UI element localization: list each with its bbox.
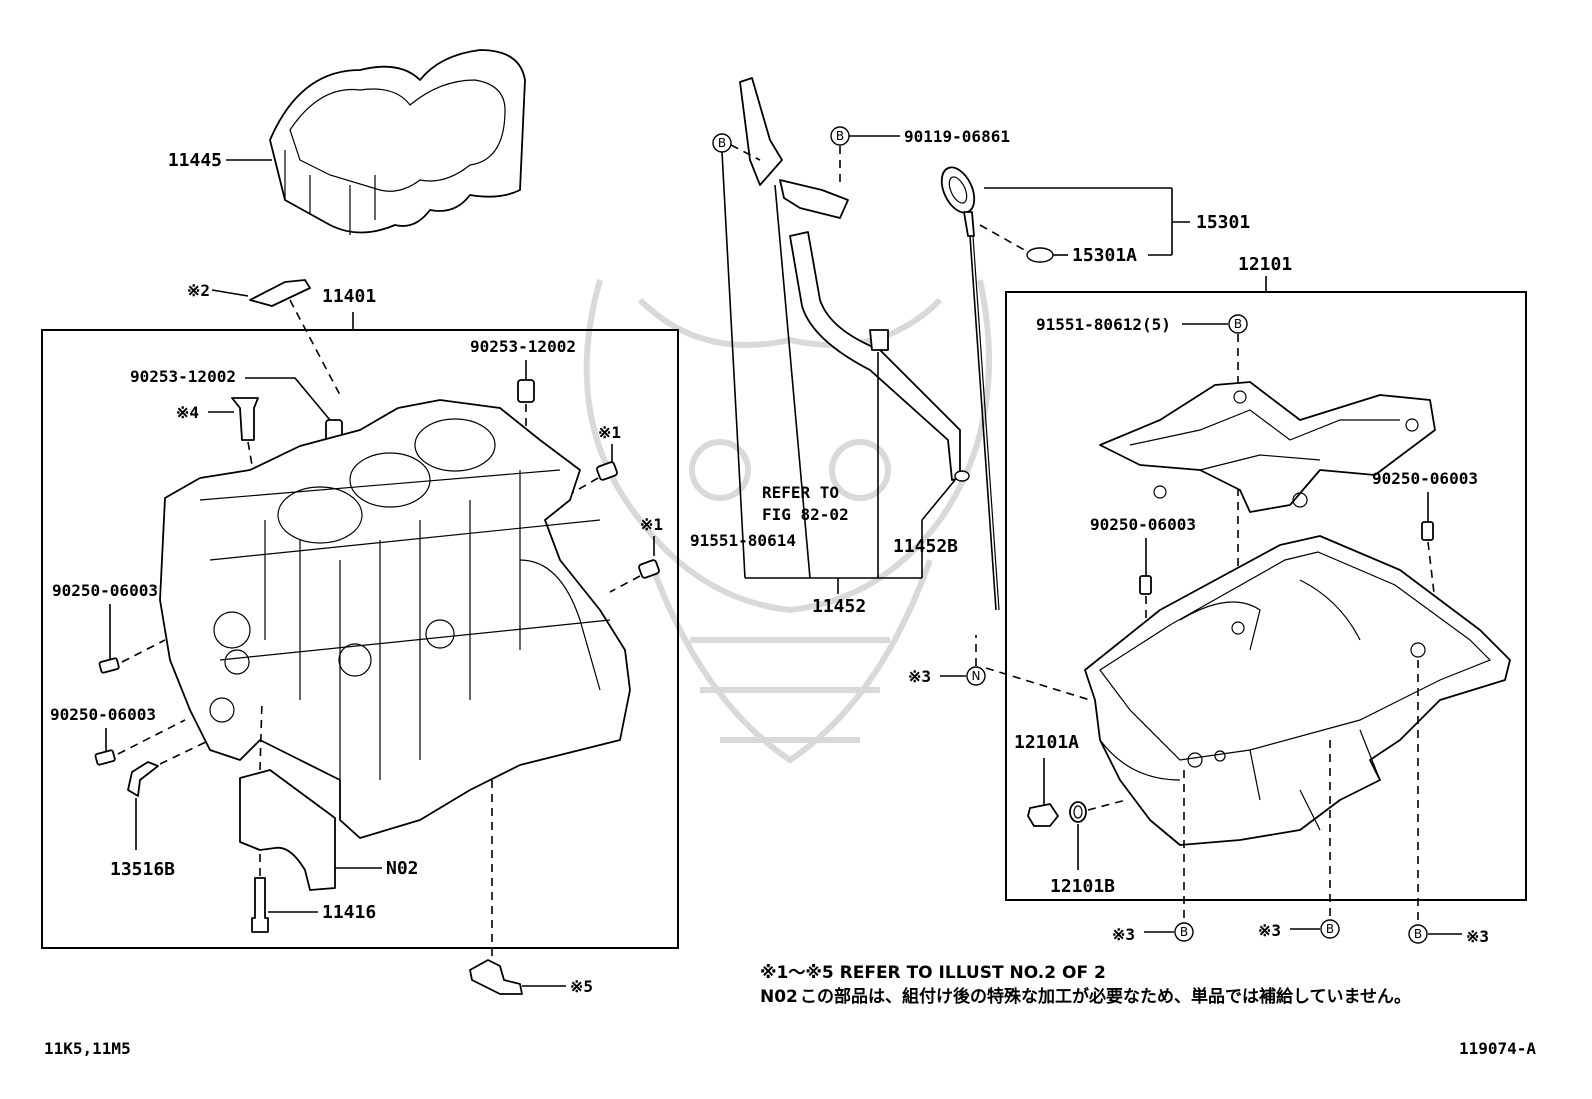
label-ref2: ※2	[187, 281, 210, 300]
label-ref1-b: ※1	[640, 515, 663, 534]
label-90250-a: 90250-06003	[52, 581, 158, 600]
note-refer-illust: ※1～※5 REFER TO ILLUST NO.2 OF 2	[760, 963, 1106, 983]
part-11452-gauge-guide[interactable]	[739, 77, 961, 481]
footer-model: 11K5,11M5	[44, 1039, 131, 1058]
marker-b-bottom-3	[1408, 924, 1428, 944]
label-11401: 11401	[322, 286, 376, 307]
part-12101B-gasket[interactable]	[1069, 801, 1087, 823]
plug-90250-b[interactable]	[94, 749, 116, 766]
part-11445-insulator[interactable]	[269, 49, 526, 235]
note-n02-label: N02	[760, 987, 798, 1007]
part-N02-bearing-cap[interactable]	[239, 769, 336, 891]
label-ref3-b2: ※3	[1258, 921, 1281, 940]
label-12101B: 12101B	[1050, 876, 1115, 897]
watermark-emblem	[583, 279, 992, 764]
ref1-pin-a[interactable]	[596, 461, 618, 481]
oil-pan[interactable]	[1084, 535, 1511, 846]
label-13516B: 13516B	[110, 859, 175, 880]
label-90250-b: 90250-06003	[50, 705, 156, 724]
svg-text:N: N	[972, 669, 981, 683]
part-12101A-drain-plug[interactable]	[1027, 803, 1059, 827]
part-15301A-oring[interactable]	[1026, 247, 1054, 263]
label-ref5: ※5	[570, 977, 593, 996]
label-11452: 11452	[812, 596, 866, 617]
label-11416: 11416	[322, 902, 376, 923]
label-N02: N02	[386, 858, 419, 879]
ref1-pin-b[interactable]	[638, 559, 660, 579]
part-11452B-ring[interactable]	[954, 470, 970, 482]
label-91551-80612: 91551-80612(5)	[1036, 315, 1171, 334]
plug-90250-d[interactable]	[1421, 521, 1434, 541]
label-90253-right: 90253-12002	[470, 337, 576, 356]
cylinder-block[interactable]	[159, 399, 631, 839]
part-13516B[interactable]	[127, 761, 159, 797]
refer-text-line1: REFER TO	[762, 483, 839, 502]
note-n02-text: この部品は、組付け後の特殊な加工が必要なため、単品では補給していません。	[800, 986, 1411, 1007]
svg-text:B: B	[718, 136, 726, 150]
svg-text:B: B	[836, 129, 844, 143]
label-ref3-n: ※3	[908, 667, 931, 686]
label-ref4: ※4	[176, 403, 199, 422]
label-90250-d: 90250-06003	[1372, 469, 1478, 488]
label-ref1-a: ※1	[598, 423, 621, 442]
ref4-part[interactable]	[231, 397, 259, 441]
ref2-part[interactable]	[249, 279, 311, 307]
svg-text:B: B	[1180, 925, 1188, 939]
marker-b-bottom-1	[1174, 922, 1194, 942]
label-12101: 12101	[1238, 254, 1292, 275]
marker-b-91551-80612	[1228, 314, 1248, 334]
label-11445: 11445	[168, 150, 222, 171]
label-15301: 15301	[1196, 212, 1250, 233]
label-ref3-b3: ※3	[1466, 927, 1489, 946]
label-90250-c: 90250-06003	[1090, 515, 1196, 534]
part-15301-dipstick[interactable]	[935, 162, 1000, 611]
label-11452B: 11452B	[893, 536, 958, 557]
oil-pan-baffle-plate[interactable]	[1099, 381, 1436, 513]
svg-text:B: B	[1234, 317, 1242, 331]
ref5-part[interactable]	[469, 959, 523, 995]
plug-90250-c[interactable]	[1139, 575, 1152, 595]
plug-90250-a[interactable]	[98, 657, 120, 674]
footer-illust-no: 119074-A	[1459, 1039, 1536, 1058]
marker-n	[966, 666, 986, 686]
label-90119: 90119-06861	[904, 127, 1010, 146]
label-15301A: 15301A	[1072, 245, 1137, 266]
svg-text:B: B	[1326, 922, 1334, 936]
dowel-90253-right[interactable]	[517, 379, 535, 403]
label-91551-80614: 91551-80614	[690, 531, 796, 550]
label-90253-left: 90253-12002	[130, 367, 236, 386]
block-group-frame	[41, 329, 679, 949]
label-ref3-b1: ※3	[1112, 925, 1135, 944]
marker-b-bottom-2	[1320, 919, 1340, 939]
part-11416-bolt[interactable]	[251, 877, 269, 933]
svg-text:B: B	[1414, 927, 1422, 941]
label-12101A: 12101A	[1014, 732, 1079, 753]
refer-text-line2: FIG 82-02	[762, 505, 849, 524]
